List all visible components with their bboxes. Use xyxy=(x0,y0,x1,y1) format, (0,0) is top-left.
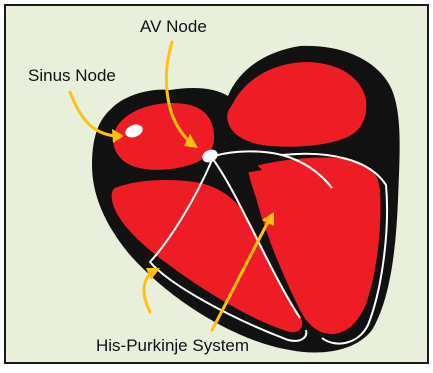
av-node-label: AV Node xyxy=(140,17,207,36)
his-purkinje-label: His-Purkinje System xyxy=(96,336,249,355)
sinus-node-label: Sinus Node xyxy=(28,66,116,85)
